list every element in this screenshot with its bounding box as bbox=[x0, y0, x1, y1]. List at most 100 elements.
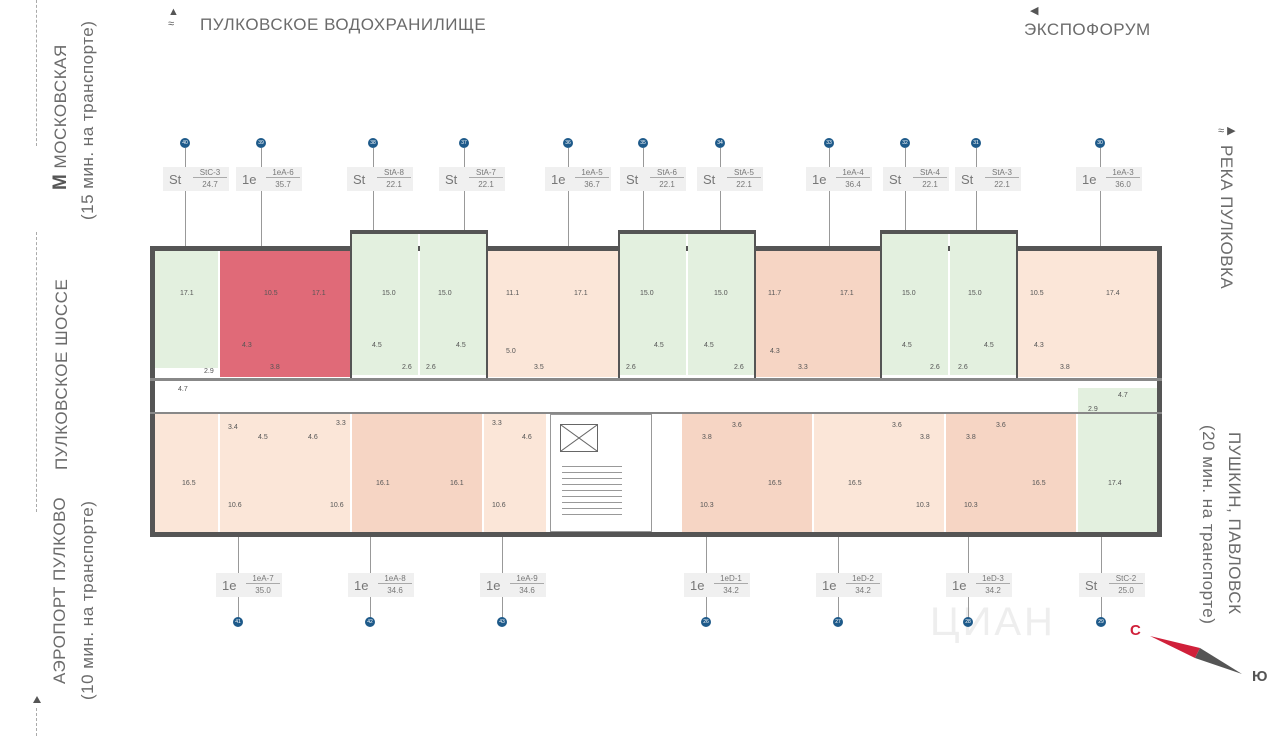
unit-tag[interactable]: St StA-3 22.1 bbox=[955, 167, 1021, 191]
unit-code: StA-3 bbox=[985, 168, 1019, 178]
room-top-7[interactable] bbox=[688, 230, 754, 375]
room-bottom-5[interactable] bbox=[682, 414, 812, 532]
room-top-8[interactable] bbox=[756, 251, 880, 377]
room-top-11[interactable] bbox=[1018, 251, 1157, 377]
unit-number-badge[interactable]: 31 bbox=[971, 138, 981, 148]
unit-area: 25.0 bbox=[1118, 586, 1134, 595]
unit-number-badge[interactable]: 42 bbox=[365, 617, 375, 627]
left-dash-top bbox=[36, 0, 37, 146]
unit-code: 1eA-9 bbox=[510, 574, 544, 584]
unit-number-badge[interactable]: 37 bbox=[459, 138, 469, 148]
unit-area: 22.1 bbox=[922, 180, 938, 189]
unit-type: 1e bbox=[551, 172, 566, 187]
unit-code: StC-2 bbox=[1109, 574, 1143, 584]
airport-label: АЭРОПОРТ ПУЛКОВО bbox=[50, 496, 69, 684]
unit-leader-line bbox=[464, 148, 465, 248]
unit-type: St bbox=[961, 172, 974, 187]
unit-number-badge[interactable]: 35 bbox=[638, 138, 648, 148]
unit-number-badge[interactable]: 40 bbox=[180, 138, 190, 148]
unit-area: 35.0 bbox=[255, 586, 271, 595]
unit-number-badge[interactable]: 26 bbox=[701, 617, 711, 627]
room-top-9[interactable] bbox=[882, 230, 948, 375]
compass-icon bbox=[1150, 636, 1242, 674]
unit-number-badge[interactable]: 39 bbox=[256, 138, 266, 148]
stair-steps bbox=[562, 464, 622, 520]
room-bottom-6[interactable] bbox=[814, 414, 944, 532]
room-top-2-selected[interactable] bbox=[220, 251, 350, 377]
unit-type: St bbox=[626, 172, 639, 187]
unit-number-badge[interactable]: 27 bbox=[833, 617, 843, 627]
unit-number-badge[interactable]: 33 bbox=[824, 138, 834, 148]
unit-code: 1eA-6 bbox=[266, 168, 300, 178]
unit-area: 34.2 bbox=[723, 586, 739, 595]
unit-number-badge[interactable]: 30 bbox=[1095, 138, 1105, 148]
room-top-3[interactable] bbox=[352, 230, 418, 375]
unit-code: 1eD-1 bbox=[714, 574, 748, 584]
unit-code: 1eA-4 bbox=[836, 168, 870, 178]
expo-arrow-icon: ◀ bbox=[1030, 5, 1039, 17]
compass-south-label: Ю bbox=[1252, 668, 1268, 685]
room-top-6[interactable] bbox=[620, 230, 686, 375]
unit-number-badge[interactable]: 29 bbox=[1096, 617, 1106, 627]
reservoir-label: ПУЛКОВСКОЕ ВОДОХРАНИЛИЩЕ bbox=[200, 15, 487, 34]
pushkin-sub-label: (20 мин. на транспорте) bbox=[1199, 425, 1218, 625]
room-top-10[interactable] bbox=[950, 230, 1016, 375]
unit-type: 1e bbox=[812, 172, 827, 187]
unit-number-badge[interactable]: 41 bbox=[233, 617, 243, 627]
unit-code: 1eA-3 bbox=[1106, 168, 1140, 178]
expoforum-label: ЭКСПОФОРУМ bbox=[1024, 20, 1151, 39]
unit-area: 22.1 bbox=[994, 180, 1010, 189]
unit-number-badge[interactable]: 32 bbox=[900, 138, 910, 148]
unit-code: StA-5 bbox=[727, 168, 761, 178]
room-top-1[interactable] bbox=[155, 251, 218, 368]
room-top-4[interactable] bbox=[420, 230, 486, 375]
unit-area: 34.2 bbox=[855, 586, 871, 595]
room-top-5[interactable] bbox=[488, 251, 618, 377]
room-bottom-7[interactable] bbox=[946, 414, 1076, 532]
unit-leader-line bbox=[261, 148, 262, 248]
unit-number-badge[interactable]: 28 bbox=[963, 617, 973, 627]
unit-type: 1e bbox=[354, 578, 369, 593]
unit-type: 1e bbox=[222, 578, 237, 593]
unit-leader-line bbox=[905, 148, 906, 248]
unit-number-badge[interactable]: 43 bbox=[497, 617, 507, 627]
room-bottom-1[interactable] bbox=[155, 414, 218, 532]
unit-leader-line bbox=[568, 148, 569, 248]
unit-leader-line bbox=[643, 148, 644, 248]
unit-area: 22.1 bbox=[659, 180, 675, 189]
outer-wall-right bbox=[1157, 246, 1162, 537]
room-bottom-2[interactable] bbox=[220, 414, 350, 532]
room-bottom-4[interactable] bbox=[484, 414, 546, 532]
watermark: ЦИАН bbox=[930, 600, 1056, 644]
unit-number-badge[interactable]: 36 bbox=[563, 138, 573, 148]
unit-number-badge[interactable]: 34 bbox=[715, 138, 725, 148]
unit-code: StA-4 bbox=[913, 168, 947, 178]
metro-label: М МОСКОВСКАЯ bbox=[50, 44, 71, 190]
unit-number-badge[interactable]: 38 bbox=[368, 138, 378, 148]
unit-leader-line bbox=[185, 148, 186, 248]
unit-type: St bbox=[169, 172, 182, 187]
unit-leader-line bbox=[829, 148, 830, 248]
unit-type: St bbox=[353, 172, 366, 187]
outer-wall-bottom bbox=[150, 532, 1162, 537]
room-bottom-3[interactable] bbox=[352, 414, 482, 532]
left-dash-mid-top bbox=[36, 232, 37, 512]
unit-area: 36.7 bbox=[584, 180, 600, 189]
